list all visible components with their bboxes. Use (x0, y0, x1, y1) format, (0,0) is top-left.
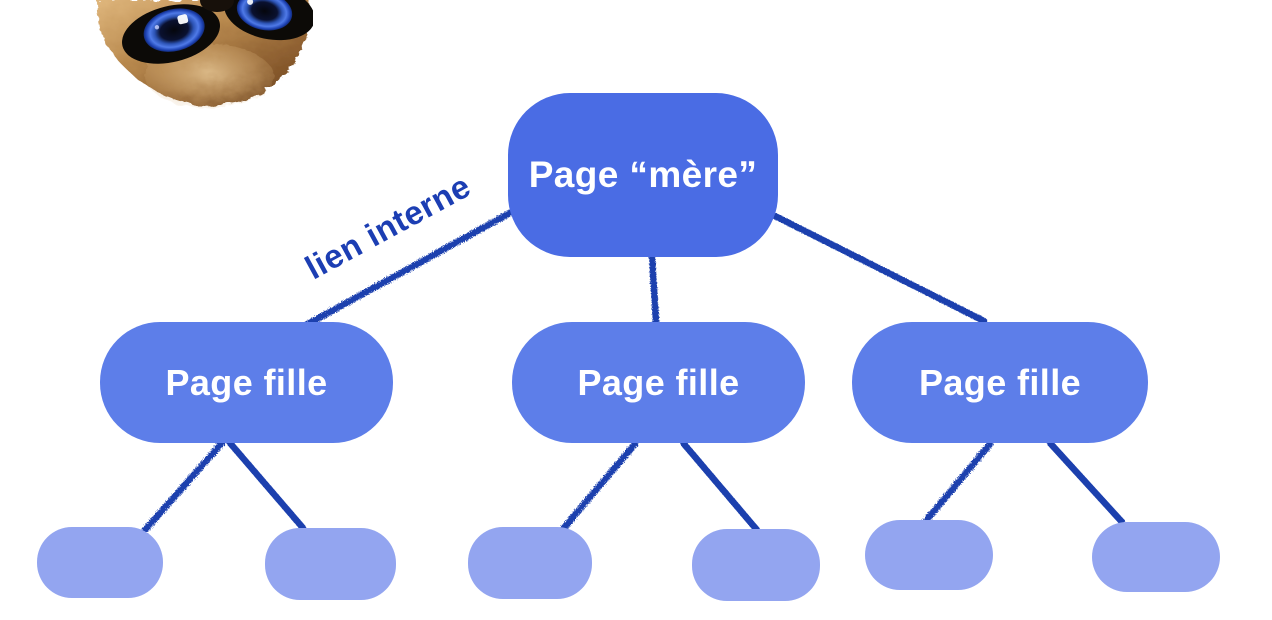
edge-child3-gc5 (921, 440, 994, 526)
grandchild-node-4 (692, 529, 820, 601)
child-page-label-3: Page fille (918, 361, 1082, 403)
edge-root-child2 (648, 252, 660, 326)
edge-child2-gc4 (680, 440, 761, 534)
child-page-label-1: Page fille (165, 361, 328, 403)
grandchild-node-2 (265, 528, 396, 600)
parent-page-node: Page “mère” (508, 93, 778, 257)
meerkat-right-eye (224, 0, 313, 41)
edge-child1-gc2 (226, 439, 307, 532)
meerkat-nose (200, 0, 234, 12)
edge-child3-gc6 (1046, 439, 1126, 526)
meerkat-photo (96, 0, 313, 108)
parent-page-label: Page “mère” (528, 154, 758, 195)
child-page-node-3: Page fille (852, 322, 1148, 443)
grandchild-node-6 (1092, 522, 1220, 592)
grandchild-node-3 (468, 527, 592, 599)
grandchild-node-5 (865, 520, 993, 590)
edge-root-child3 (771, 212, 988, 325)
grandchild-node-1 (37, 527, 163, 598)
child-page-node-1: Page fille (100, 322, 393, 443)
child-page-node-2: Page fille (512, 322, 805, 443)
edge-child2-gc3 (559, 440, 639, 533)
edge-child1-gc1 (141, 439, 226, 534)
edge-root-child1 (304, 209, 514, 328)
child-page-label-2: Page fille (577, 361, 740, 403)
meerkat-left-eye (122, 4, 220, 64)
